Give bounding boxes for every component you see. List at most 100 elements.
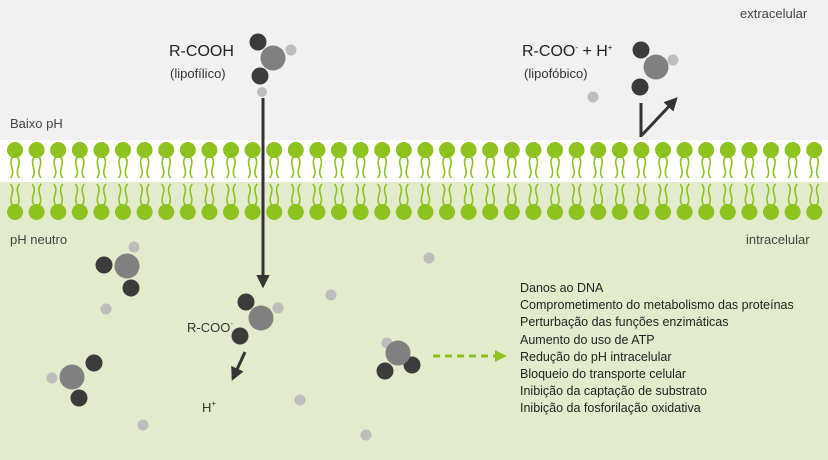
lipid-head xyxy=(784,204,801,220)
lipid-head xyxy=(806,204,823,220)
lipid-tail xyxy=(593,156,597,179)
lipid-tail xyxy=(448,156,453,179)
lipid-tail xyxy=(491,183,496,206)
lipid-tail xyxy=(182,183,187,206)
lipid-tail xyxy=(53,156,57,179)
lipid-head xyxy=(547,142,563,158)
lipid-tail xyxy=(167,183,172,206)
lipid-tail xyxy=(701,183,705,206)
lipid-head xyxy=(158,204,175,220)
lipid-tail xyxy=(534,183,539,206)
lipid-tail xyxy=(614,156,619,179)
lipid-tail xyxy=(772,156,777,179)
lipid-tail xyxy=(74,183,79,206)
lipid-tail xyxy=(744,156,748,179)
lipid-tail xyxy=(815,156,820,179)
lipid-tail xyxy=(204,156,208,179)
inner-proton-charge: + xyxy=(211,399,217,408)
lipid-head xyxy=(374,142,391,158)
lipid-tail xyxy=(59,156,64,179)
lipid-head xyxy=(28,142,45,158)
lipid-tail xyxy=(117,183,122,206)
acid-molecule-inside-bottom xyxy=(46,354,103,407)
lipid-tail xyxy=(102,183,107,206)
lipid-tail xyxy=(38,183,42,206)
lipid-head xyxy=(266,142,283,158)
lipid-tail xyxy=(318,156,323,179)
lipid-head xyxy=(352,142,369,158)
lipid-tail xyxy=(513,156,517,179)
lipid-head xyxy=(179,142,196,158)
lipid-head xyxy=(115,204,131,220)
lipid-head xyxy=(633,204,650,220)
lipid-tail xyxy=(362,183,366,206)
effect-item: Inibição da fosforilação oxidativa xyxy=(520,401,701,416)
lipid-head xyxy=(503,204,520,220)
plus-proton: + H xyxy=(582,43,608,60)
lipid-tail xyxy=(225,156,230,179)
anion-molecule-effects xyxy=(376,337,421,380)
anion-formula-base: R-COO xyxy=(522,43,576,60)
lipid-tail xyxy=(621,183,625,206)
low-ph-label: Baixo pH xyxy=(10,116,63,131)
lipid-tail xyxy=(571,156,576,179)
lipid-tail xyxy=(189,183,193,206)
anion-charge: - xyxy=(575,43,578,52)
lipid-tail xyxy=(102,156,107,179)
lipid-tail xyxy=(426,156,431,179)
lipid-head xyxy=(655,204,671,220)
lipid-head xyxy=(331,142,347,158)
lipid-tail xyxy=(398,156,403,179)
lipid-head xyxy=(460,204,477,220)
lipid-tail xyxy=(463,156,468,179)
lipid-tail xyxy=(383,156,388,179)
lipid-head xyxy=(395,204,412,220)
lipid-head xyxy=(676,204,693,220)
lipid-head xyxy=(223,204,239,220)
lipid-tail xyxy=(31,183,36,206)
lipid-tail xyxy=(664,183,669,206)
lipid-tail xyxy=(161,156,165,179)
proton-dot xyxy=(137,419,149,431)
lipid-tail xyxy=(377,183,381,206)
effect-item: Perturbação das funções enzimáticas xyxy=(520,315,729,330)
lipid-tail xyxy=(621,156,625,179)
lipid-tail xyxy=(485,183,489,206)
lipid-tail xyxy=(772,183,777,206)
proton-dot xyxy=(587,91,599,103)
intracellular-region xyxy=(0,182,828,460)
lipid-tail xyxy=(161,183,165,206)
lipid-tail xyxy=(636,156,640,179)
extracellular-region xyxy=(0,0,828,140)
lipid-tail xyxy=(707,183,712,206)
lipid-tail xyxy=(247,156,252,179)
lipid-tail xyxy=(232,183,237,206)
lipid-head xyxy=(244,204,261,220)
lipid-head xyxy=(115,142,131,158)
inner-proton-base: H xyxy=(202,400,212,415)
lipid-head xyxy=(287,204,304,220)
lipid-tail xyxy=(441,156,446,179)
lipid-head xyxy=(763,204,779,220)
lipid-head xyxy=(676,142,693,158)
lipid-tail xyxy=(491,156,496,179)
proton-dot xyxy=(257,87,267,97)
lipid-head xyxy=(50,204,67,220)
lipid-tail xyxy=(254,156,258,179)
lipid-tail xyxy=(333,183,338,206)
lipid-head xyxy=(201,204,218,220)
anion-molecule-outside xyxy=(631,41,679,96)
lipid-head xyxy=(763,142,779,158)
proton-charge: + xyxy=(607,43,613,52)
lipid-head xyxy=(460,142,477,158)
lipid-head xyxy=(698,204,715,220)
lipid-head xyxy=(503,142,520,158)
effects-list: Danos ao DNA Comprometimento do metaboli… xyxy=(520,280,794,418)
lipid-head xyxy=(201,142,218,158)
lipid-tail xyxy=(383,183,388,206)
lipid-head xyxy=(287,142,304,158)
lipid-tail xyxy=(657,156,662,179)
lipid-tail xyxy=(701,156,705,179)
lipid-head xyxy=(223,142,239,158)
lipid-tail xyxy=(269,183,273,206)
